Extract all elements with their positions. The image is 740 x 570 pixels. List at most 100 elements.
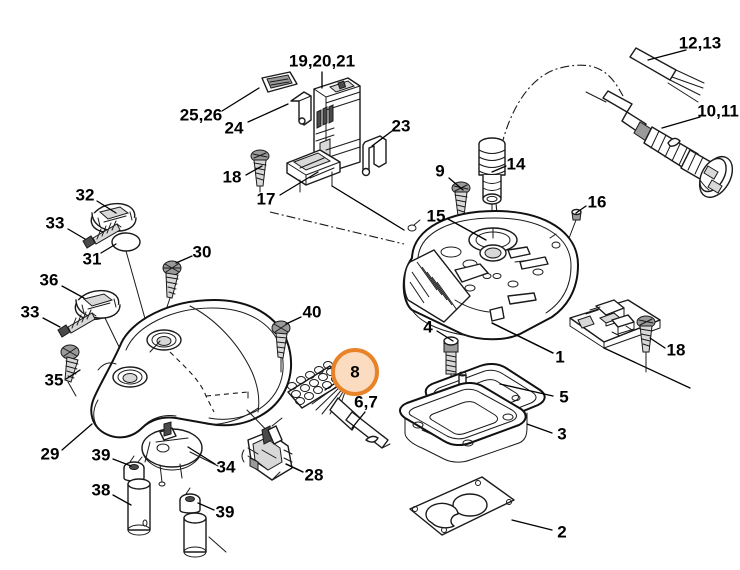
leader-line-30 <box>175 255 193 264</box>
leader-line-9 <box>448 177 464 191</box>
part-base-gasket-plate <box>409 476 515 536</box>
callout-28: 28 <box>305 465 324 484</box>
part-lower-tray <box>399 381 528 463</box>
callout-39: 39 <box>92 445 111 464</box>
part-strain-relief-grommet <box>478 137 506 223</box>
part-grommet-39-right <box>179 487 201 514</box>
leader-line-39 <box>197 502 215 511</box>
part-clip-bracket <box>290 91 312 126</box>
callout-36: 36 <box>40 270 59 289</box>
part-contactor-block <box>313 77 361 174</box>
callout-35: 35 <box>45 370 64 389</box>
callout-12-13: 12,13 <box>679 33 722 52</box>
part-fuel-tank <box>90 299 293 441</box>
callout-33: 33 <box>46 213 65 232</box>
callout-25-26: 25,26 <box>180 105 223 124</box>
part-screw-33-lower <box>57 309 97 338</box>
leader-line-28 <box>285 463 304 473</box>
leader-line-15 <box>447 218 487 241</box>
part-screw-33-upper <box>82 220 122 249</box>
leader-line-39 <box>112 458 132 467</box>
highlight-part-number: 8 <box>350 362 359 381</box>
callout-32: 32 <box>76 185 95 204</box>
part-screw-40 <box>271 320 291 373</box>
part-din-rail-bracket <box>286 149 341 193</box>
part-sleeve-38 <box>127 478 151 536</box>
part-label-plate <box>261 71 298 93</box>
leader-line-35 <box>65 369 81 380</box>
leader-line-10-11 <box>661 116 701 129</box>
callout-39: 39 <box>216 502 235 521</box>
part-hex-bolt-4 <box>443 336 460 389</box>
callout-9: 9 <box>435 161 444 180</box>
part-tank-cap-32 <box>90 202 137 234</box>
callout-3: 3 <box>557 424 566 443</box>
callout-2: 2 <box>557 522 566 541</box>
leader-line-29 <box>61 423 93 451</box>
leader-line-3 <box>526 423 553 434</box>
leader-line-23 <box>371 130 393 147</box>
part-pickup-body <box>141 421 219 487</box>
part-oil-cap-36 <box>74 289 141 391</box>
callout-16: 16 <box>588 192 607 211</box>
callout-31: 31 <box>83 249 102 268</box>
leader-line-1 <box>491 322 554 354</box>
leader-line-36 <box>61 285 85 299</box>
callout-29: 29 <box>41 444 60 463</box>
leader-line-31 <box>100 243 117 254</box>
leader-line-24 <box>247 103 289 123</box>
callout-40: 40 <box>303 302 322 321</box>
leader-line-40 <box>285 316 302 325</box>
callout-33: 33 <box>21 302 40 321</box>
leader-lines <box>42 49 701 531</box>
part-screw-35 <box>60 344 80 397</box>
callout-38: 38 <box>92 480 111 499</box>
part-switch-assembly <box>241 417 293 481</box>
highlight-marker-part-8[interactable]: 8 <box>331 348 379 396</box>
callout-34: 34 <box>217 457 236 476</box>
part-control-pcb <box>569 299 661 349</box>
leader-line-4 <box>436 330 454 342</box>
part-cable-stub <box>629 47 705 103</box>
part-screw-18-right <box>636 315 656 373</box>
part-power-plug <box>585 90 734 198</box>
callout-19-20-21: 19,20,21 <box>289 51 355 70</box>
leader-line-2 <box>511 519 553 531</box>
callout-6-7: 6,7 <box>354 392 378 411</box>
leader-line-5 <box>499 383 554 397</box>
callout-24: 24 <box>225 118 244 137</box>
leader-line-18 <box>245 165 263 176</box>
callout-15: 15 <box>427 206 446 225</box>
callout-10-11: 10,11 <box>697 101 739 120</box>
highlight-circle[interactable] <box>331 348 379 396</box>
leader-line-25-26 <box>221 87 260 112</box>
leader-line-12-13 <box>647 49 687 61</box>
callout-30: 30 <box>193 242 212 261</box>
leader-line-16 <box>575 205 587 214</box>
leader-line-34 <box>187 446 216 465</box>
part-cable-curve <box>495 64 624 214</box>
leader-pcb <box>603 347 691 389</box>
callout-5: 5 <box>559 387 568 406</box>
callout-23: 23 <box>392 116 411 135</box>
leader-line-14 <box>491 165 507 173</box>
leader-line-33 <box>42 317 61 328</box>
callout-1: 1 <box>555 347 564 366</box>
part-sleeve-lower <box>183 512 227 558</box>
part-screw-30 <box>162 260 182 311</box>
leader-line-18 <box>649 337 666 349</box>
part-fan-housing <box>402 210 579 341</box>
callout-14: 14 <box>507 154 526 173</box>
leader-line-6-7 <box>351 411 366 429</box>
leader-line-32 <box>96 200 117 214</box>
part-screw-18-upper <box>250 149 270 193</box>
callout-4: 4 <box>423 317 433 336</box>
callout-18: 18 <box>223 167 242 186</box>
leader-line-38 <box>112 494 132 506</box>
leader-bracket-to-housing <box>331 185 405 231</box>
part-small-bracket <box>365 435 379 443</box>
dashdot-left <box>269 211 405 245</box>
